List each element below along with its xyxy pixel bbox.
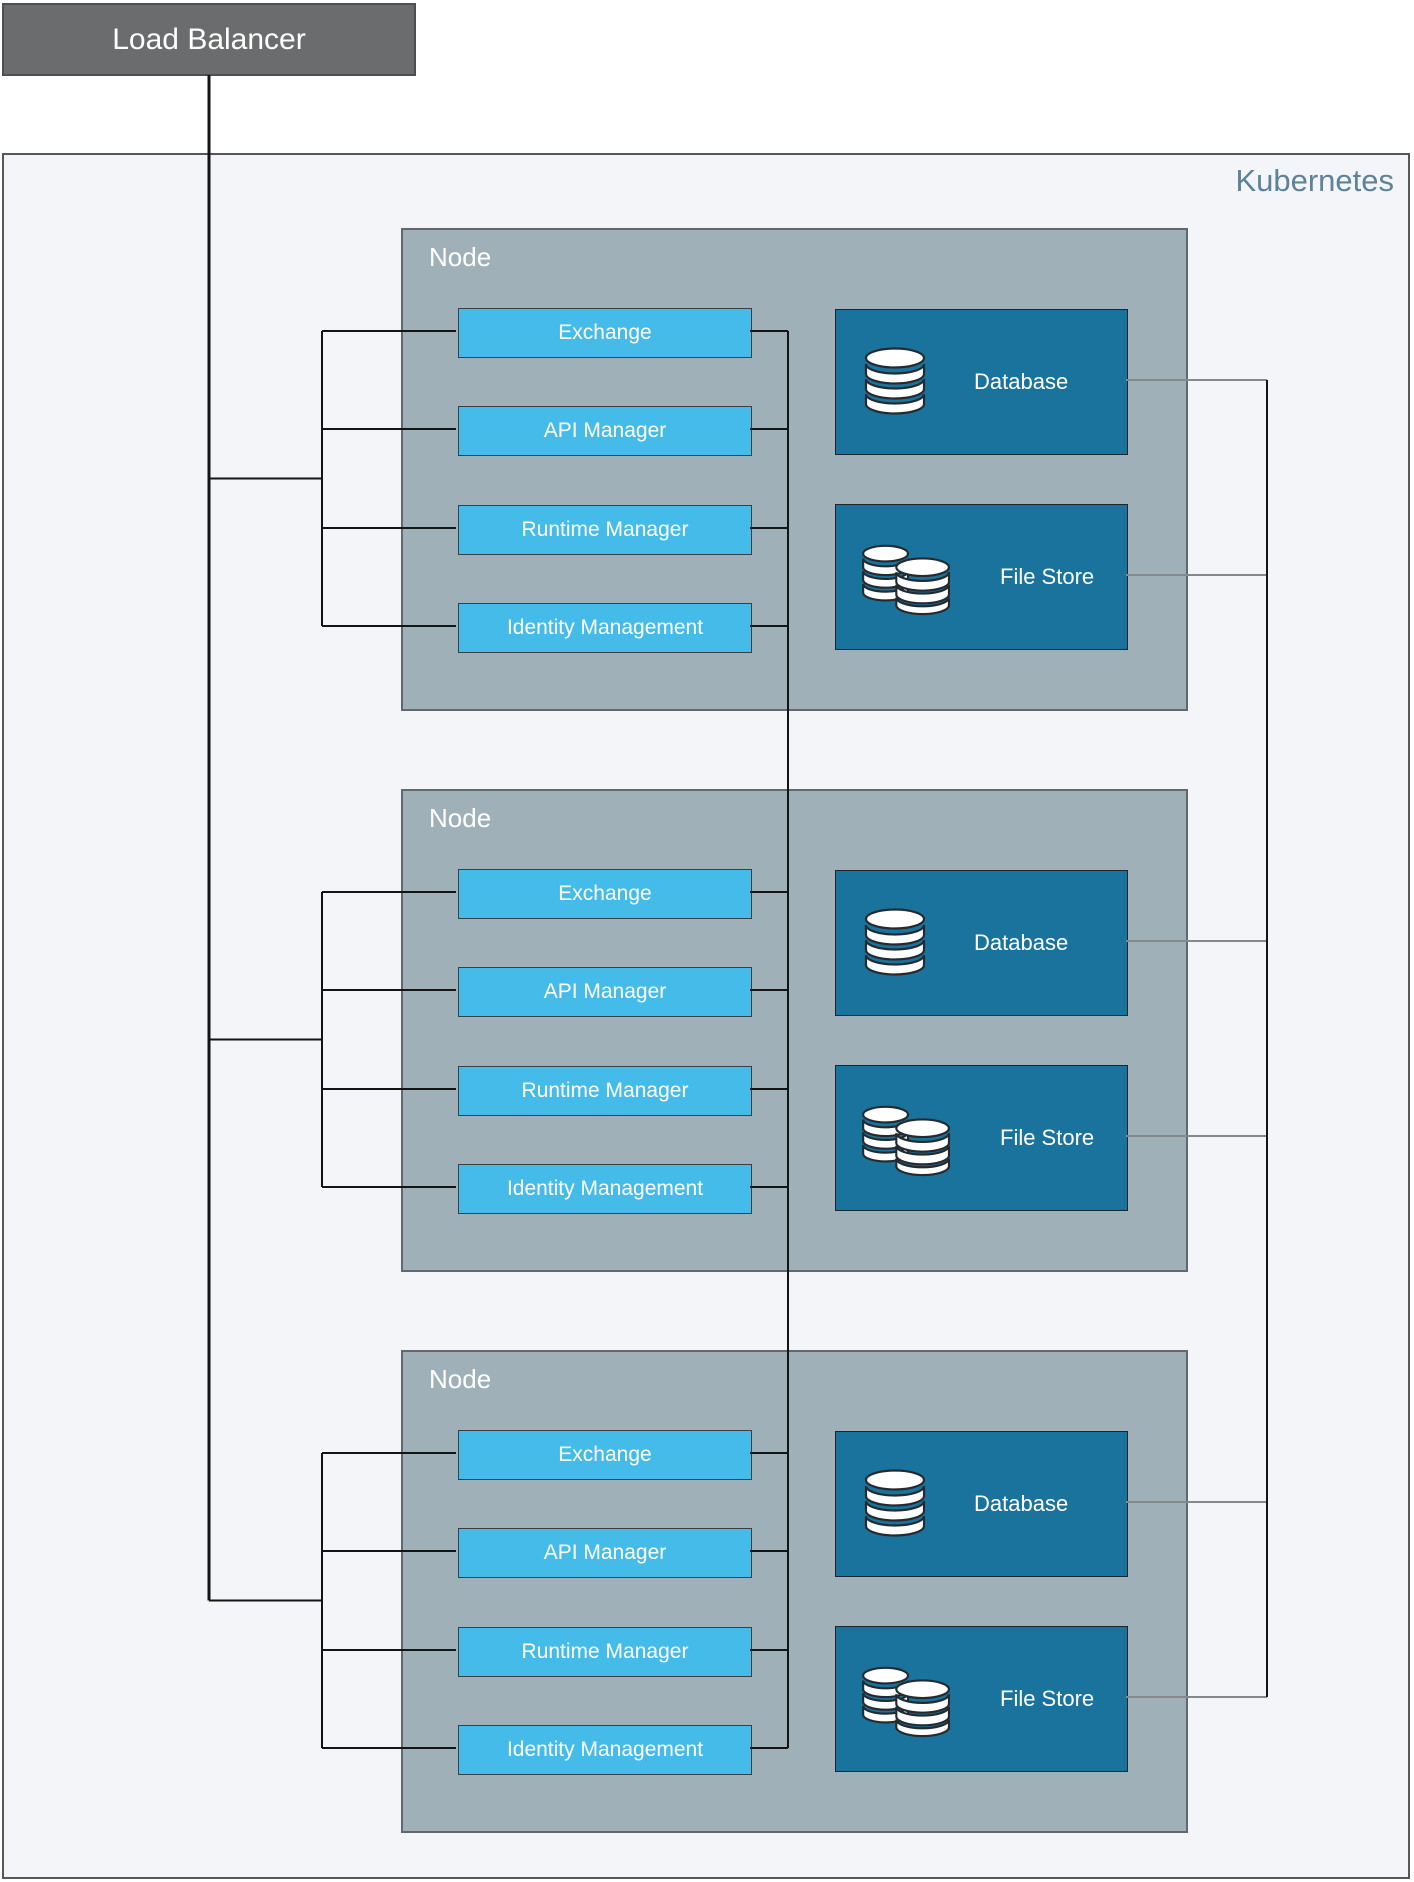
service-box-exchange: Exchange (458, 869, 752, 919)
file-store-box: File Store (835, 1065, 1128, 1211)
database-icon (862, 908, 928, 978)
service-box-api-manager: API Manager (458, 967, 752, 1017)
service-box-identity-management: Identity Management (458, 603, 752, 653)
node-label: Node (429, 242, 492, 272)
file-store-box: File Store (835, 1626, 1128, 1772)
service-box-identity-management: Identity Management (458, 1164, 752, 1214)
load-balancer-box: Load Balancer (2, 3, 416, 76)
file-store-box: File Store (835, 504, 1128, 650)
file-store-icon (862, 1660, 954, 1738)
service-box-exchange: Exchange (458, 1430, 752, 1480)
node-box-1: Node Exchange API Manager Runtime Manage… (401, 228, 1188, 711)
node-label: Node (429, 803, 492, 833)
database-box: Database (835, 1431, 1128, 1577)
node-label: Node (429, 1364, 492, 1394)
service-box-runtime-manager: Runtime Manager (458, 505, 752, 555)
database-label: Database (974, 930, 1069, 955)
service-box-runtime-manager: Runtime Manager (458, 1066, 752, 1116)
database-label: Database (974, 1491, 1069, 1516)
file-store-icon (862, 538, 954, 616)
kubernetes-label: Kubernetes (1235, 163, 1394, 198)
service-box-api-manager: API Manager (458, 1528, 752, 1578)
node-box-3: Node Exchange API Manager Runtime Manage… (401, 1350, 1188, 1833)
service-box-api-manager: API Manager (458, 406, 752, 456)
service-box-identity-management: Identity Management (458, 1725, 752, 1775)
database-box: Database (835, 309, 1128, 455)
service-box-exchange: Exchange (458, 308, 752, 358)
file-store-icon (862, 1099, 954, 1177)
file-store-label: File Store (1000, 564, 1095, 589)
service-box-runtime-manager: Runtime Manager (458, 1627, 752, 1677)
file-store-label: File Store (1000, 1125, 1095, 1150)
database-box: Database (835, 870, 1128, 1016)
database-icon (862, 347, 928, 417)
file-store-label: File Store (1000, 1686, 1095, 1711)
database-icon (862, 1469, 928, 1539)
database-label: Database (974, 369, 1069, 394)
node-box-2: Node Exchange API Manager Runtime Manage… (401, 789, 1188, 1272)
